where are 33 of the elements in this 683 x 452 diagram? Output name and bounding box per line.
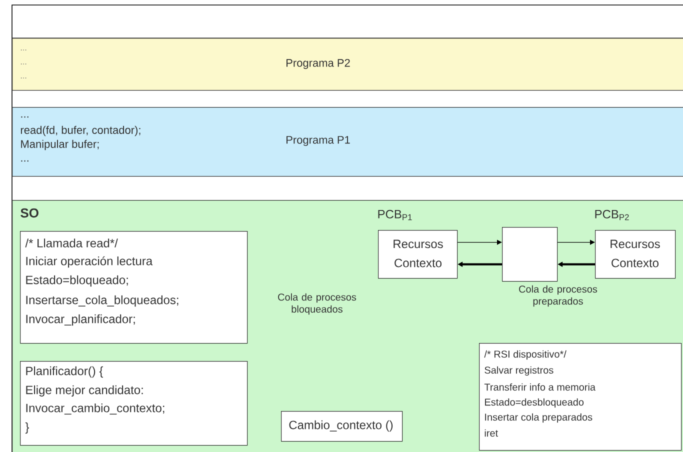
code-line: } — [25, 422, 29, 434]
arrow — [457, 240, 502, 245]
queue-caption: Cola de procesos bloqueados — [278, 293, 356, 315]
code-line: Cambio_contexto () — [289, 420, 393, 432]
band-title: Programa P2 — [286, 59, 350, 69]
arrow — [557, 240, 595, 245]
code-line: Invocar_cambio_contexto; — [26, 403, 164, 415]
code-line: Estado=desbloqueado — [485, 398, 584, 408]
code-line: Contexto — [612, 258, 658, 268]
code-line: read(fd, bufer, contador); — [20, 126, 140, 136]
pcb-label: PCB$_{P2}$ — [595, 210, 629, 220]
code-line: Insertarse_cola_bloqueados; — [26, 295, 178, 307]
band-title: Programa P1 — [286, 136, 350, 146]
code-line: Recursos — [610, 240, 660, 248]
code-line: Invocar_planificador; — [26, 314, 135, 326]
code-line: Recursos — [394, 240, 443, 248]
code-line: Estado=bloqueado; — [26, 275, 128, 287]
band-title: SO — [20, 208, 38, 218]
code-line: Transferir info a memoria — [484, 383, 596, 391]
pcb-label: PCB$_{P1}$ — [378, 210, 412, 220]
code-line: /* Llamada read*/ — [25, 238, 118, 248]
code-line: Manipular bufer; — [21, 140, 99, 150]
code-line: Salvar registros — [484, 366, 554, 376]
code-line: Insertar cola preparados — [485, 413, 592, 423]
code-line: Iniciar operación lectura — [26, 256, 153, 268]
code-line: Planificador() { — [26, 366, 103, 378]
code-line: /* RSI dispositivo*/ — [484, 350, 566, 360]
code-line: ... — [21, 116, 28, 118]
queue-caption: Cola de procesos preparados — [519, 285, 598, 307]
code-line: Contexto — [394, 258, 442, 268]
code-line: ... — [21, 160, 28, 162]
code-line: iret — [484, 429, 498, 437]
code-line: Elige mejor candidato: — [26, 385, 143, 397]
